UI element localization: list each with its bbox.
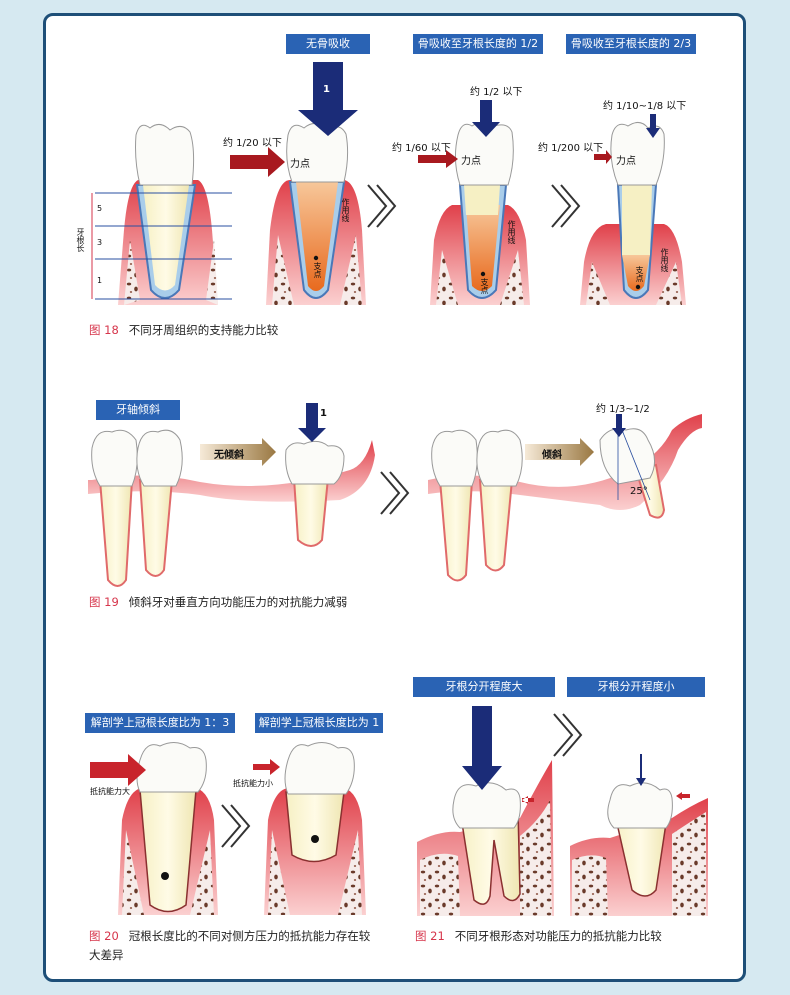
fig18-tooth-reference (91, 124, 232, 305)
fig19-tilt-arrow (525, 438, 594, 466)
fig18-lateral-force-arrow-3 (594, 150, 612, 164)
fig18-force-point-3: 力点 (616, 156, 636, 167)
fig19-caption-text: 倾斜牙对垂直方向功能压力的对抗能力减弱 (128, 595, 348, 609)
fig18-tooth-full-support (266, 123, 366, 305)
fig21-small-force-arrow (636, 754, 646, 786)
fig18-lateral-value-1: 约 1/20 以下 (223, 138, 282, 149)
fig20-tag-ratio-1: 解剖学上冠根长度比为 1：3 (85, 713, 235, 733)
fig18-fulcrum-1: 支点 (313, 262, 322, 278)
fig20-small-resistance-arrow (253, 759, 280, 775)
fig19-right-dentition (428, 414, 702, 582)
fig20-tag-ratio-2: 解剖学上冠根长度比为 1 (255, 713, 383, 733)
fig19-no-tilt-arrow (200, 438, 276, 466)
fig18-caption-text: 不同牙周组织的支持能力比较 (128, 323, 279, 337)
fig18-tooth-two-thirds-resorption (580, 122, 686, 305)
fig18-root-length-label: 牙根长 (76, 228, 85, 252)
fig18-arrow-value-1: 1 (323, 84, 330, 95)
fig18-lateral-force-arrow-1 (230, 147, 285, 177)
fig20-short-root-tooth (264, 742, 366, 915)
fig18-fulcrum-3: 支点 (635, 266, 644, 282)
fig20-caption: 图 20 冠根长度比的不同对侧方压力的抵抗能力存在较 (89, 928, 370, 944)
fig19-no-tilt-label: 无倾斜 (214, 450, 244, 461)
fig19-arrow-value: 1 (320, 408, 327, 419)
fig18-arrow-value-2: 约 1/2 以下 (470, 87, 523, 98)
fig21-right-lateral-arrow (676, 792, 690, 800)
fig18-action-line-3: 作用线 (660, 248, 669, 272)
fig19-tilt-force-arrow (612, 414, 626, 437)
fig19-caption: 图 19 倾斜牙对垂直方向功能压力的对抗能力减弱 (89, 594, 347, 610)
fig21-caption-text: 不同牙根形态对功能压力的抵抗能力比较 (454, 929, 662, 943)
fig19-left-dentition (88, 429, 375, 587)
fig18-force-point-1: 力点 (290, 159, 310, 170)
fig21-left-lateral-arrow (522, 796, 534, 804)
fig18-lateral-value-2: 约 1/60 以下 (392, 143, 451, 154)
fig20-resist-small: 抵抗能力小 (233, 779, 273, 788)
fig21-divergent-roots (417, 760, 554, 916)
fig21-tag-small: 牙根分开程度小 (567, 677, 705, 697)
fig19-tag-axis: 牙轴倾斜 (96, 400, 180, 420)
fig18-caption: 图 18 不同牙周组织的支持能力比较 (89, 322, 278, 338)
fig19-tilt-label: 倾斜 (542, 450, 562, 461)
fig20-caption-line2: 大差异 (89, 948, 124, 962)
fig19-tilt-value: 约 1/3~1/2 (596, 404, 650, 415)
fig18-tag-no-resorption: 无骨吸收 (286, 34, 370, 54)
fig21-large-force-arrow (462, 706, 502, 790)
fig19-chevron (380, 471, 410, 515)
fig18-vertical-force-arrow-1 (298, 62, 358, 136)
fig20-caption-line1: 冠根长度比的不同对侧方压力的抵抗能力存在较 (128, 929, 371, 943)
fig18-tag-half: 骨吸收至牙根长度的 1/2 (413, 34, 543, 54)
fig18-vertical-force-arrow-3 (646, 114, 660, 138)
fig18-caption-number: 图 18 (89, 323, 119, 337)
fig18-fulcrum-2: 支点 (480, 278, 489, 294)
fig21-convergent-roots (570, 782, 708, 916)
fig19-vertical-force-arrow (298, 403, 326, 442)
fig18-chevron-1 (367, 184, 397, 228)
fig18-arrow-value-3: 约 1/10~1/8 以下 (603, 101, 687, 112)
fig21-caption: 图 21 不同牙根形态对功能压力的抵抗能力比较 (415, 928, 662, 944)
fig18-tag-two-thirds: 骨吸收至牙根长度的 2/3 (566, 34, 696, 54)
fig21-caption-number: 图 21 (415, 929, 445, 943)
fig18-lateral-value-3: 约 1/200 以下 (538, 143, 604, 154)
fig18-vertical-force-arrow-2 (472, 100, 500, 137)
fig18-action-line-1: 作用线 (341, 198, 350, 222)
fig20-large-resistance-arrow (90, 754, 146, 786)
fig18-scale-5: 5 (97, 204, 103, 213)
fig19-caption-number: 图 19 (89, 595, 119, 609)
fig20-caption-number: 图 20 (89, 929, 119, 943)
fig20-resist-large: 抵抗能力大 (90, 787, 130, 796)
fig18-scale-1: 1 (97, 276, 103, 285)
fig18-chevron-2 (551, 184, 581, 228)
fig20-chevron (221, 804, 251, 848)
fig18-force-point-2: 力点 (461, 156, 481, 167)
fig21-tag-large: 牙根分开程度大 (413, 677, 555, 697)
fig19-angle: 25° (630, 486, 648, 497)
fig20-long-root-tooth (118, 742, 218, 915)
fig18-action-line-2: 作用线 (507, 220, 516, 244)
fig21-chevron (553, 713, 583, 757)
fig18-tooth-half-resorption (430, 121, 530, 305)
fig18-scale-3: 3 (97, 238, 103, 247)
fig18-lateral-force-arrow-2 (418, 150, 458, 168)
